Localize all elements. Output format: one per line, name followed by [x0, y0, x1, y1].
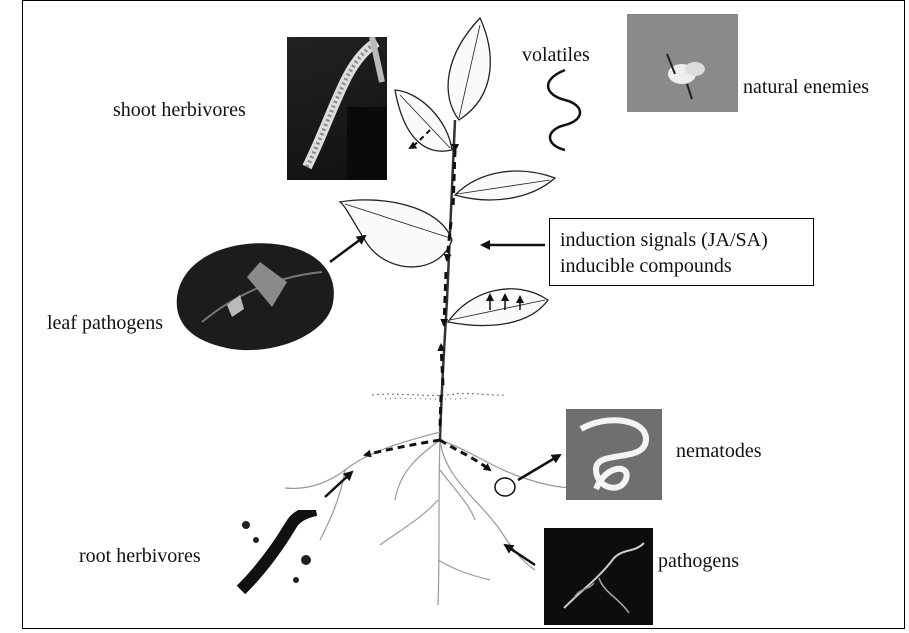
nematode-photo	[566, 409, 662, 500]
label-leaf-pathogens: leaf pathogens	[47, 313, 163, 333]
infection-site	[495, 478, 515, 496]
signal-box-line2: inducible compounds	[560, 253, 813, 279]
label-pathogens: pathogens	[658, 551, 739, 571]
root-pathogen-photo	[544, 528, 653, 625]
label-nematodes: nematodes	[676, 441, 762, 461]
main-stem	[440, 120, 455, 440]
natural-enemy-photo	[627, 14, 738, 112]
volatiles-wave	[548, 70, 580, 150]
induction-signal-box: induction signals (JA/SA) inducible comp…	[549, 218, 814, 286]
label-volatiles: volatiles	[522, 45, 590, 65]
label-shoot-herbivores: shoot herbivores	[113, 100, 246, 120]
shoot-herbivore-photo	[287, 37, 387, 180]
leaf-pathogen-photo	[172, 237, 340, 353]
soil-line	[372, 393, 505, 399]
root-herbivore-photo	[236, 510, 322, 594]
signal-box-line1: induction signals (JA/SA)	[560, 227, 813, 253]
label-root-herbivores: root herbivores	[79, 546, 201, 566]
label-natural-enemies: natural enemies	[743, 77, 869, 97]
